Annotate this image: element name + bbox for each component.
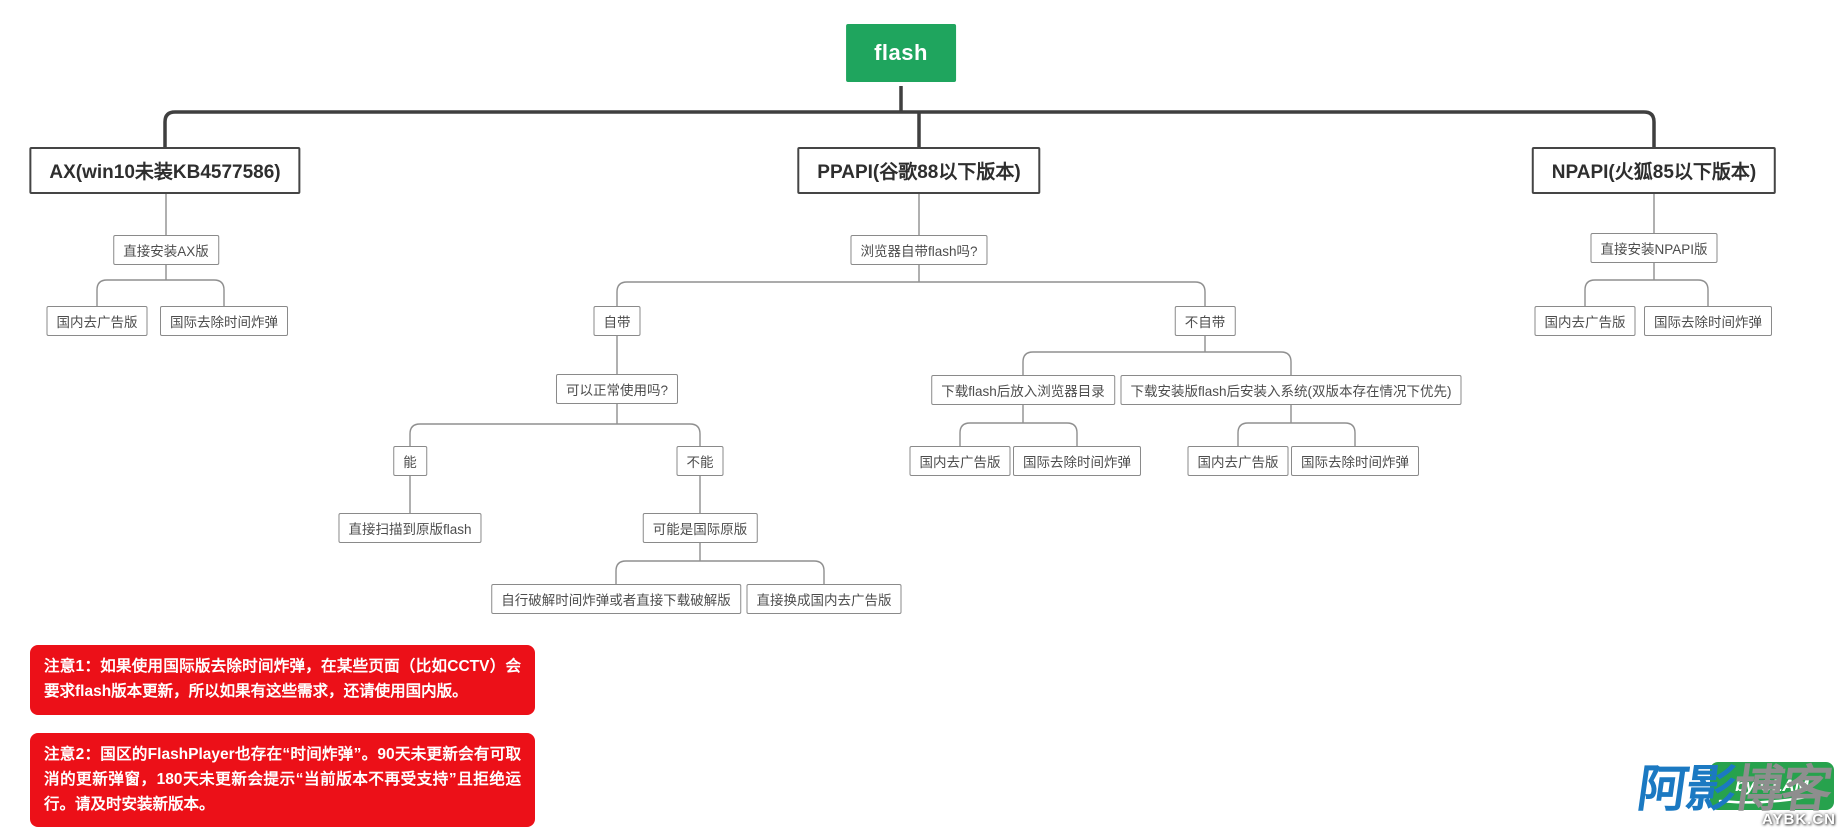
node-download-installer-system: 下载安装版flash后安装入系统(双版本存在情况下优先) — [1120, 375, 1462, 405]
node-intl-nobomb-version-b2: 国际去除时间炸弹 — [1291, 446, 1419, 476]
node-builtin-no: 不自带 — [1174, 306, 1236, 336]
node-branch-ppapi: PPAPI(谷歌88以下版本) — [797, 147, 1041, 194]
node-install-ax-version: 直接安装AX版 — [113, 235, 219, 265]
node-maybe-international: 可能是国际原版 — [642, 513, 758, 543]
node-intl-nobomb-version-b1: 国际去除时间炸弹 — [1013, 446, 1141, 476]
node-question-browser-builtin: 浏览器自带flash吗? — [850, 235, 988, 265]
node-switch-cn-noad: 直接换成国内去广告版 — [746, 584, 902, 614]
node-question-works-normally: 可以正常使用吗? — [555, 374, 679, 404]
node-branch-ax: AX(win10未装KB4577586) — [29, 147, 301, 194]
node-builtin-yes: 自带 — [593, 306, 641, 336]
notice-2: 注意2：国区的FlashPlayer也存在“时间炸弹”。90天未更新会有可取消的… — [30, 733, 535, 828]
node-download-to-browser-dir: 下载flash后放入浏览器目录 — [931, 375, 1115, 405]
node-root-flash: flash — [846, 24, 956, 82]
notice-1: 注意1：如果使用国际版去除时间炸弹，在某些页面（比如CCTV）会要求flash版… — [30, 645, 535, 715]
node-intl-nobomb-version-npapi: 国际去除时间炸弹 — [1644, 306, 1772, 336]
swoosh-underline-icon — [1718, 791, 1826, 804]
node-branch-npapi: NPAPI(火狐85以下版本) — [1531, 147, 1777, 194]
node-crack-timebomb: 自行破解时间炸弹或者直接下载破解版 — [491, 584, 741, 614]
node-install-npapi-version: 直接安装NPAPI版 — [1590, 233, 1718, 263]
node-works-no: 不能 — [676, 446, 724, 476]
node-cn-noad-version-npapi: 国内去广告版 — [1534, 306, 1636, 336]
node-cn-noad-version-ax: 国内去广告版 — [46, 306, 148, 336]
watermark-author-badge: by CLAM — [1710, 762, 1834, 810]
watermark-site-name-part2: 博客 — [1730, 761, 1834, 817]
node-intl-nobomb-version-ax: 国际去除时间炸弹 — [160, 306, 288, 336]
watermark-site-name: 阿影博客 — [1634, 761, 1834, 817]
node-works-yes: 能 — [393, 446, 427, 476]
watermark-author-label: by CLAM — [1735, 776, 1809, 795]
watermark: by CLAM 阿影博客 AYBK.CN — [1630, 750, 1840, 830]
watermark-site-name-part1: 阿影 — [1634, 761, 1738, 817]
watermark-site-domain: AYBK.CN — [1762, 811, 1836, 828]
node-cn-noad-version-b2: 国内去广告版 — [1187, 446, 1289, 476]
node-cn-noad-version-b1: 国内去广告版 — [909, 446, 1011, 476]
node-scan-original-flash: 直接扫描到原版flash — [338, 513, 482, 543]
